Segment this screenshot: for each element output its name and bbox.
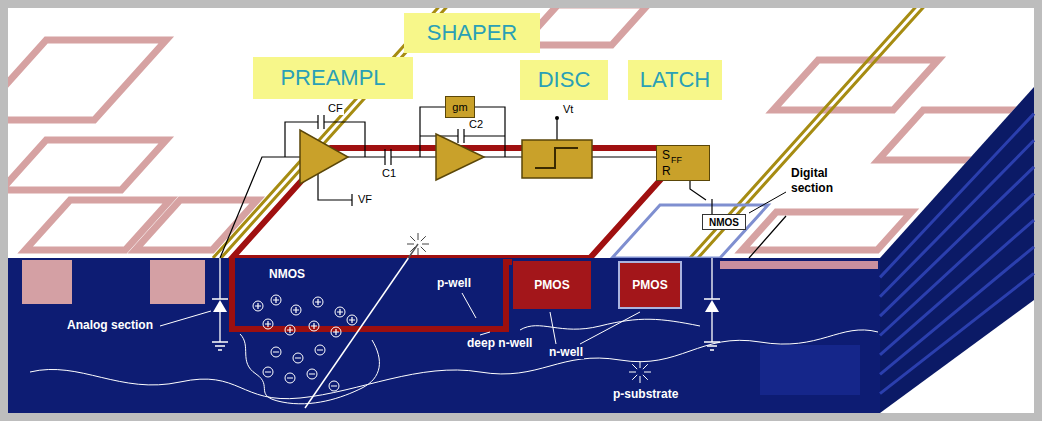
metal-trace [25, 200, 170, 250]
pmos-well: PMOS [618, 261, 682, 309]
capacitor-label: C2 [468, 118, 484, 131]
stage-name: SHAPER [427, 20, 517, 46]
deep-nwell [232, 258, 512, 329]
node-text: PMOS [534, 278, 569, 292]
stage-tag: SHAPER [404, 13, 540, 53]
section-label: Digital section [790, 166, 852, 196]
circuit-wire [220, 107, 786, 258]
region-label: p-well [436, 277, 472, 290]
transconductor-box: gm [445, 96, 475, 118]
bus-line [690, 0, 930, 258]
node-text: S [662, 149, 670, 161]
metal-trace [773, 60, 938, 110]
contact-pad [150, 260, 205, 304]
diode-symbol [213, 300, 227, 312]
terminal-dot [555, 116, 559, 120]
region-label: n-well [548, 346, 584, 359]
section-label: Analog section [66, 319, 154, 332]
electron-sign [265, 350, 337, 386]
threshold-step [535, 148, 578, 168]
node-text: R [662, 165, 671, 177]
stage-name: PREAMPL [280, 65, 385, 91]
node-text: gm [452, 101, 467, 113]
node-text: PMOS [632, 278, 667, 292]
stage-name: LATCH [640, 67, 711, 93]
substrate-face [8, 258, 880, 413]
capacitor-label: C1 [381, 167, 397, 180]
amplifier-symbol [300, 130, 348, 184]
node-text: NMOS [709, 217, 739, 228]
amplifier-symbol [436, 134, 484, 180]
circuit [220, 107, 786, 258]
diffusion-boundary [240, 334, 379, 404]
stage-name: DISC [538, 67, 591, 93]
diffusion-boundary [30, 330, 878, 399]
region-label: deep n-well [466, 337, 533, 350]
contact-strip [720, 261, 878, 269]
transistor-label: NMOS [268, 268, 306, 281]
pmos-well: PMOS [513, 261, 591, 309]
diode-symbol [212, 258, 720, 350]
nmos-box: NMOS [702, 214, 746, 230]
stage-tag: PREAMPL [253, 57, 413, 99]
chip-side [880, 87, 1034, 413]
hit-burst [407, 233, 429, 255]
region-label: p-substrate [612, 388, 679, 401]
digital-well-outline [612, 205, 768, 258]
node-text: FF [671, 156, 682, 165]
particle-track [305, 258, 408, 408]
diode-symbol [705, 300, 719, 312]
layer-stripe [880, 114, 1034, 394]
flipflop-box: SFFR [656, 145, 710, 181]
metal-trace [742, 212, 911, 250]
voltage-label: Vt [562, 103, 574, 116]
particle-track [408, 244, 418, 258]
substrate-block [760, 345, 860, 395]
capacitor-label: CF [327, 102, 344, 115]
metal-trace [135, 200, 257, 250]
stage-tag: DISC [520, 60, 608, 100]
front-face [8, 258, 880, 413]
discriminator-box [522, 140, 592, 178]
metal-trace [0, 40, 166, 120]
stage-tag: LATCH [628, 60, 723, 100]
leader-line [749, 192, 786, 213]
hit-burst [629, 361, 651, 383]
metal-trace [522, 5, 648, 45]
metal-trace [1, 140, 166, 190]
hole-sign [255, 297, 355, 335]
page-ground [8, 8, 1034, 413]
surface-layout [0, 0, 1033, 258]
side-face [880, 87, 1034, 413]
voltage-label: VF [357, 193, 373, 206]
contact-pad [22, 260, 72, 304]
charge-carrier [253, 295, 357, 391]
